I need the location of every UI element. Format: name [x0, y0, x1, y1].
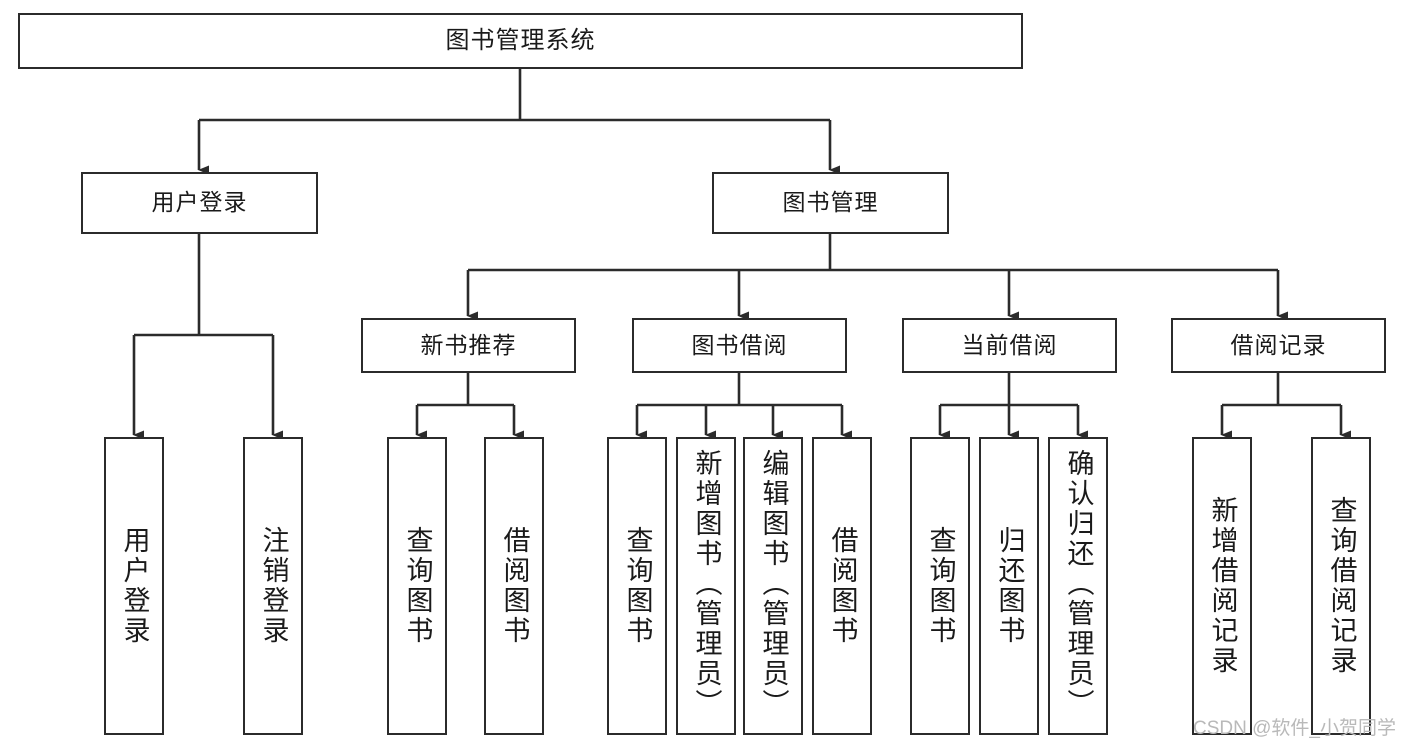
node-label: 图书借阅 [691, 331, 788, 358]
node-label: 新增图书（管理员） [691, 449, 722, 719]
node-borrow-record[interactable]: 借阅记录 [1171, 318, 1386, 373]
leaf-borrow-record-query-record[interactable]: 查询借阅记录 [1311, 437, 1371, 735]
node-new-book-recommend[interactable]: 新书推荐 [361, 318, 576, 373]
node-label: 图书管理 [782, 189, 879, 216]
csdn-watermark: CSDN @软件_小贺同学 [1193, 718, 1396, 739]
node-label: 查询图书 [925, 526, 956, 646]
node-book-borrow[interactable]: 图书借阅 [632, 318, 847, 373]
node-label: 用户登录 [119, 526, 150, 646]
node-label: 查询借阅记录 [1326, 496, 1357, 676]
node-label: 确认归还（管理员） [1063, 449, 1094, 719]
leaf-current-borrow-query-book[interactable]: 查询图书 [910, 437, 970, 735]
node-label: 查询图书 [622, 526, 653, 646]
node-label: 新书推荐 [420, 331, 517, 358]
node-label: 编辑图书（管理员） [758, 449, 789, 719]
leaf-borrow-record-add-record[interactable]: 新增借阅记录 [1192, 437, 1252, 735]
node-label: 借阅图书 [499, 526, 530, 646]
leaf-current-borrow-return-book[interactable]: 归还图书 [979, 437, 1039, 735]
leaf-new-book-borrow-book[interactable]: 借阅图书 [484, 437, 544, 735]
leaf-book-borrow-add-book-admin[interactable]: 新增图书（管理员） [676, 437, 736, 735]
leaf-user-login-logout[interactable]: 注销登录 [243, 437, 303, 735]
node-label: 图书管理系统 [445, 26, 596, 54]
leaf-book-borrow-query-book[interactable]: 查询图书 [607, 437, 667, 735]
node-label: 当前借阅 [961, 331, 1058, 358]
node-user-login[interactable]: 用户登录 [81, 172, 318, 234]
node-label: 借阅记录 [1230, 331, 1327, 358]
leaf-book-borrow-borrow-book[interactable]: 借阅图书 [812, 437, 872, 735]
node-label: 用户登录 [151, 189, 248, 216]
node-label: 新增借阅记录 [1207, 496, 1238, 676]
node-book-management[interactable]: 图书管理 [712, 172, 949, 234]
node-root-book-management-system[interactable]: 图书管理系统 [18, 13, 1023, 69]
node-current-borrow[interactable]: 当前借阅 [902, 318, 1117, 373]
leaf-book-borrow-edit-book-admin[interactable]: 编辑图书（管理员） [743, 437, 803, 735]
leaf-user-login-login[interactable]: 用户登录 [104, 437, 164, 735]
node-label: 借阅图书 [827, 526, 858, 646]
node-label: 注销登录 [258, 526, 289, 646]
leaf-current-borrow-confirm-return-admin[interactable]: 确认归还（管理员） [1048, 437, 1108, 735]
leaf-new-book-query-book[interactable]: 查询图书 [387, 437, 447, 735]
node-label: 查询图书 [402, 526, 433, 646]
node-label: 归还图书 [994, 526, 1025, 646]
